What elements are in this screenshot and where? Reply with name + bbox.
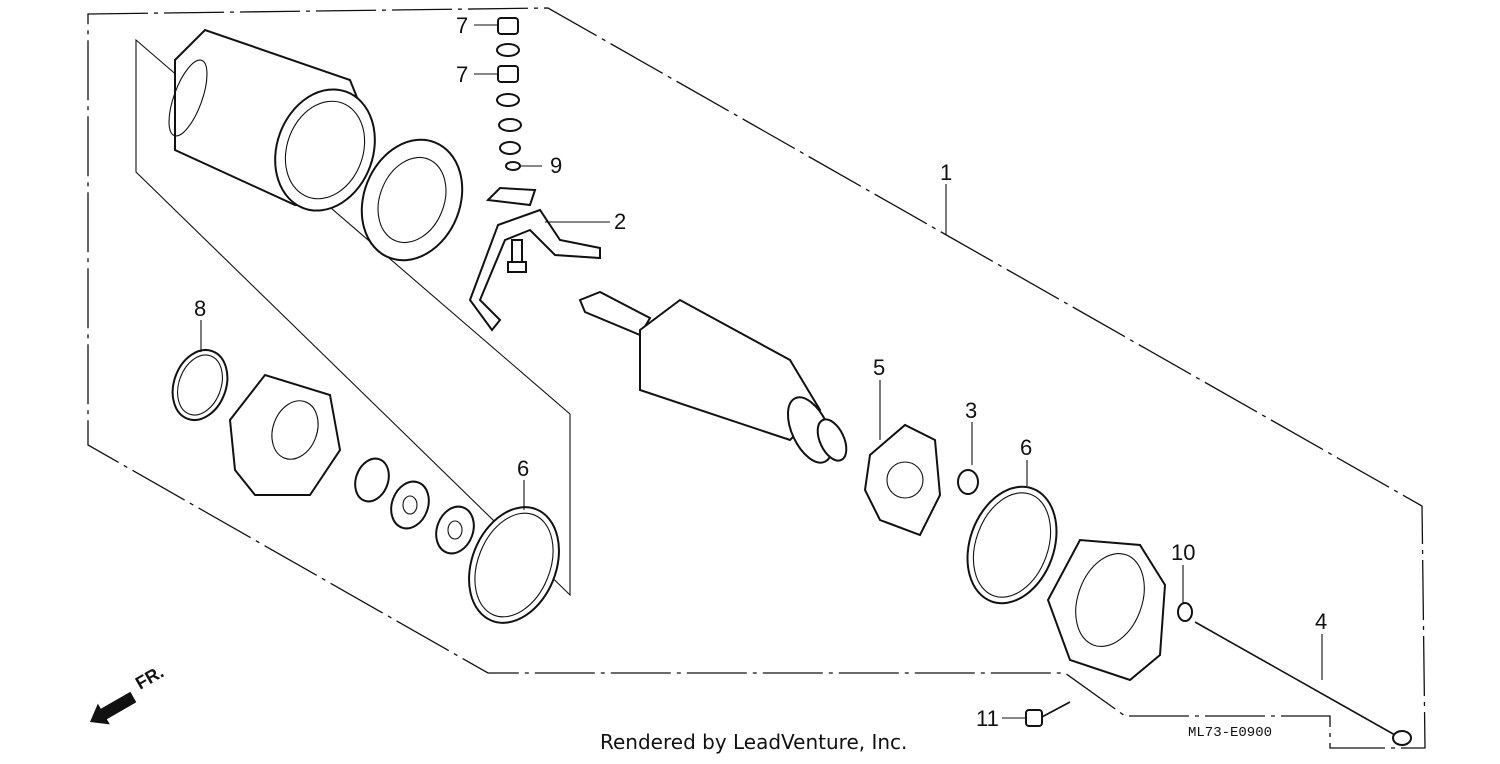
o-ring-middle [468,506,560,624]
callout-9: 9 [550,153,562,178]
front-cover [228,373,342,496]
callout-5: 5 [873,355,885,380]
lock-plate [354,457,390,503]
brush-plate [863,423,942,537]
leader-lines [200,24,1323,719]
yoke-housing [168,28,376,212]
flange-bolt [1025,701,1071,727]
callout-2: 2 [614,209,626,234]
callout-4: 4 [1315,609,1327,634]
callout-6-left: 6 [517,456,529,481]
commutator-end-ring [360,138,464,262]
callout-7-top: 7 [456,13,468,38]
callout-6-right: 6 [1020,435,1032,460]
callout-7-lower: 7 [456,62,468,87]
thrust-washers [390,480,475,555]
rear-cover [1046,538,1167,682]
o-ring-rear [966,485,1058,605]
callout-1: 1 [940,160,952,185]
diagram-code: ML73-E0900 [1188,725,1272,741]
callout-11: 11 [976,706,999,731]
o-ring-front [171,349,229,421]
through-bolt [1194,621,1412,746]
washer [1177,602,1193,622]
callout-3: 3 [965,398,977,423]
armature [578,290,848,464]
callout-10: 10 [1171,540,1195,565]
front-direction-label: FR. [132,662,167,694]
callout-8: 8 [194,296,206,321]
brush-spring [957,469,979,495]
assembly-boundary [87,7,1426,749]
credit-text: Rendered by LeadVenture, Inc. [600,730,908,754]
front-direction-arrow [90,691,137,725]
terminal-stack [468,17,601,332]
